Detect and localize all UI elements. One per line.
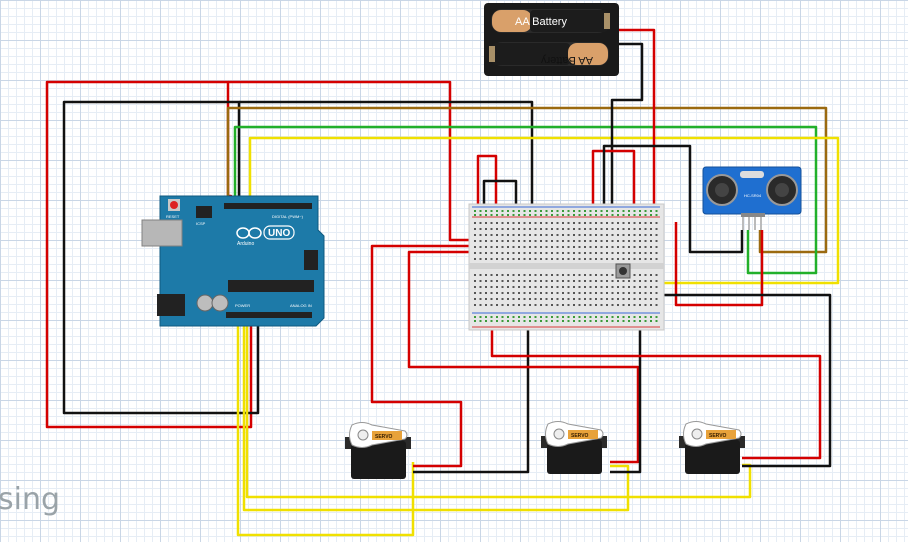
wire-green-echo[interactable] [233,125,818,275]
wire-bb-black-1[interactable] [482,179,518,215]
battery-1-copper-end [492,10,532,32]
arduino-uno-label: UNO [268,228,290,239]
icsp-label: ICSP [196,221,206,226]
servo-2-label: SERVO [571,433,589,439]
wire-yellow-button[interactable] [248,136,840,285]
sensor-label: HC-SR04 [744,193,762,198]
wire-battery-black[interactable] [610,42,644,212]
wire-brown-trig[interactable] [226,106,828,254]
wire-black-ground-loop[interactable] [62,100,260,415]
watermark-text: sing [0,482,61,517]
battery-pack[interactable]: AA Battery AA Battery [484,3,619,76]
digital-label: DIGITAL (PWM~) [272,214,304,219]
wire-bb-black-2[interactable] [602,144,744,254]
arduino-uno-board[interactable]: RESET ICSP DIGITAL (PWM~) POWER ANALOG I… [141,195,325,327]
servo-1-label: SERVO [375,434,393,440]
servo-2[interactable]: SERVO [541,421,607,475]
breadboard[interactable] [468,203,665,331]
wire-yellow-servo-1[interactable] [236,318,415,537]
servo-1[interactable]: SERVO [345,422,411,480]
ultrasonic-sensor[interactable]: HC-SR04 [702,166,802,230]
wire-yellow-servo-2[interactable] [242,318,630,512]
power-jack [157,294,185,316]
breadboard-holes [474,210,658,322]
arduino-logo: Arduino [236,227,262,247]
power-label: POWER [235,303,250,308]
servo-3[interactable]: SERVO [679,421,745,475]
wire-battery-red[interactable] [612,28,656,215]
arduino-brand: Arduino [237,241,254,247]
reset-button[interactable] [170,201,178,209]
wires [45,28,840,537]
digital-header [224,203,312,209]
battery-top-label: AA Battery [515,16,567,28]
wire-bb-red-2[interactable] [591,149,636,215]
wire-bb-red-1[interactable] [476,154,498,215]
wire-red-servo-1[interactable] [370,244,497,468]
wire-red-servo-2[interactable] [407,250,640,464]
battery-bottom-label: AA Battery [541,54,593,66]
analog-header [226,312,312,318]
reset-label: RESET [166,214,180,219]
analog-label: ANALOG IN [290,303,312,308]
atmega-chip [228,280,314,292]
wire-yellow-servo-3[interactable] [245,318,752,499]
wire-red-sensor-vcc[interactable] [674,222,764,307]
push-button[interactable] [615,263,631,279]
servo-3-label: SERVO [709,433,727,439]
usb-port [141,219,183,247]
